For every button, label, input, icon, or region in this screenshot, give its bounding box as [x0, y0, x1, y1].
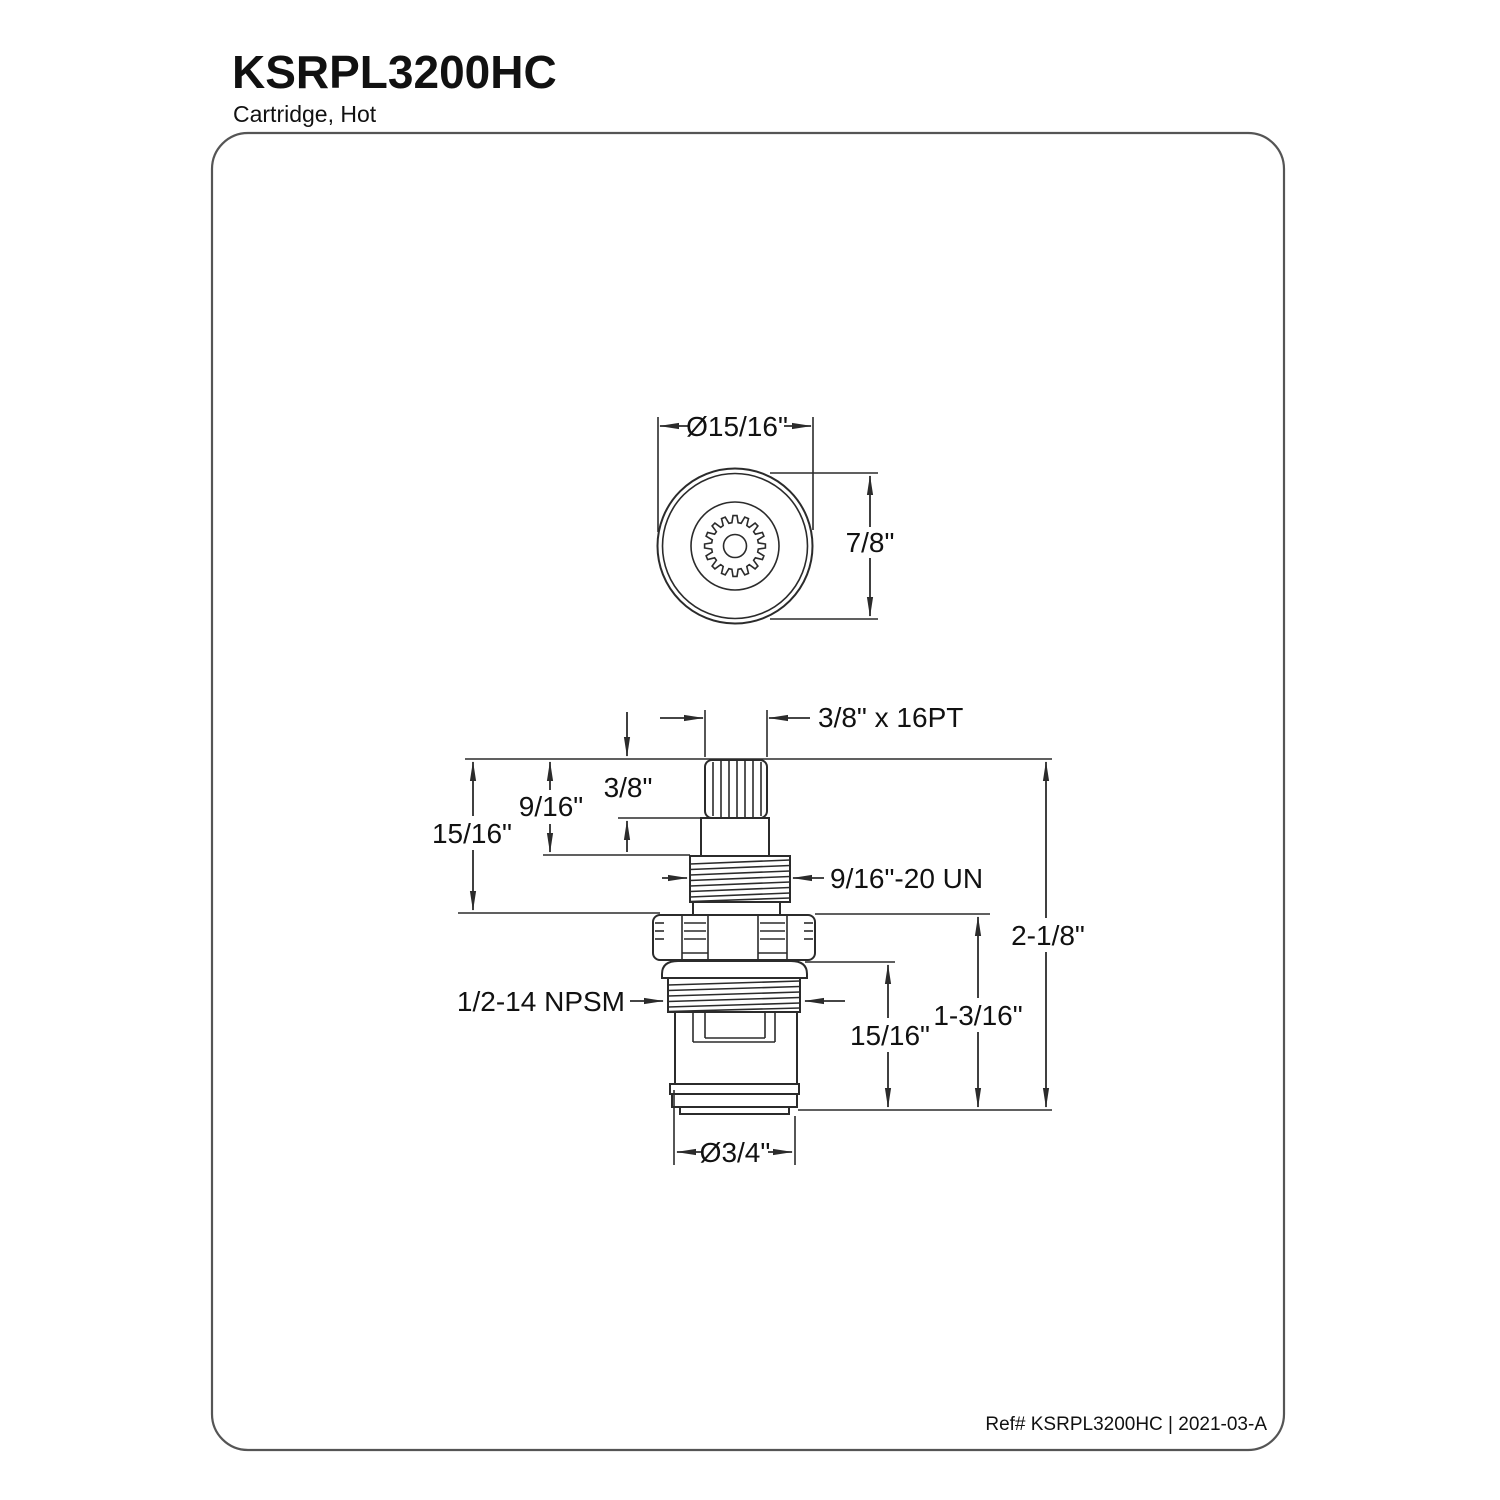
bottom-cap [679, 1106, 790, 1115]
dim-label-base-diameter: Ø3/4" [700, 1137, 771, 1168]
dim-label-npsm-thread: 1/2-14 NPSM [457, 986, 625, 1017]
drawing-border [210, 131, 1286, 1452]
top-view: Ø15/16" 7/8" [656, 411, 895, 625]
stem-neck [700, 817, 770, 857]
spline-stem-lines [712, 760, 762, 818]
dim-spline-height: 3/8" [604, 712, 653, 852]
dim-lower-section: 1-3/16" [933, 916, 1023, 1108]
lower-neck [692, 901, 781, 916]
bottom-ring-1 [669, 1083, 800, 1095]
dim-spline: 3/8" x 16PT [660, 702, 963, 757]
dim-un-thread: 9/16"-20 UN [662, 863, 983, 894]
body-window [692, 1012, 776, 1043]
dim-body-height: 15/16" [850, 964, 930, 1108]
dim-top-height: 7/8" [770, 472, 895, 620]
dim-base-diameter: Ø3/4" [673, 1090, 796, 1168]
bonnet-nut [652, 914, 816, 961]
dim-label-spline: 3/8" x 16PT [818, 702, 963, 733]
dim-label-un-thread: 9/16"-20 UN [830, 863, 983, 894]
un-thread-lines [689, 859, 791, 903]
cartridge-side-profile [652, 759, 816, 1115]
dim-top-diameter: Ø15/16" [657, 411, 814, 532]
dim-overall-height: 2-1/8" [1011, 761, 1085, 1108]
dim-label-lower-section: 1-3/16" [933, 1000, 1022, 1031]
dim-npsm-thread: 1/2-14 NPSM [457, 986, 845, 1017]
dim-label-top-height: 7/8" [846, 527, 895, 558]
page-title: KSRPL3200HC [232, 46, 557, 98]
dome-shoulder [661, 960, 808, 979]
top-view-middle-circle [690, 501, 780, 591]
top-view-outer-circle [656, 467, 814, 625]
footer-reference: Ref# KSRPL3200HC | 2021-03-A [985, 1414, 1267, 1435]
bottom-ring-2 [671, 1093, 798, 1108]
dim-label-upper-stem: 9/16" [519, 791, 583, 822]
dim-upper-stem: 9/16" [519, 761, 583, 853]
side-view: 3/8" x 16PT 15/16" 9/16" 3/8" 9/16"-20 U… [432, 702, 1085, 1168]
dim-label-upper-section: 15/16" [432, 818, 512, 849]
npsm-thread-lines [667, 980, 801, 1013]
top-view-center-hole [722, 533, 748, 559]
top-view-rim-circle [661, 472, 809, 620]
page-subtitle: Cartridge, Hot [233, 101, 377, 127]
dim-label-spline-height: 3/8" [604, 772, 653, 803]
bonnet-nut-castellations [655, 916, 813, 959]
cartridge-body [674, 1011, 798, 1085]
dim-label-body-height: 15/16" [850, 1020, 930, 1051]
dim-upper-section: 15/16" [432, 761, 512, 911]
dim-label-top-diameter: Ø15/16" [686, 411, 788, 442]
spline-gear [703, 514, 767, 578]
dim-label-overall-height: 2-1/8" [1011, 920, 1085, 951]
spline-stem [704, 759, 768, 819]
